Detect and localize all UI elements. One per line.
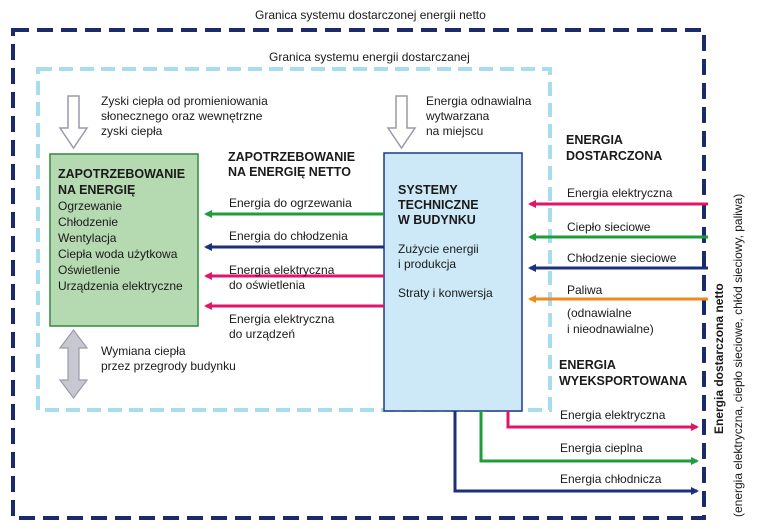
delivered-fuel-label: Paliwa <box>567 283 603 297</box>
export-electric-label: Energia elektryczna <box>560 408 666 422</box>
lighting-flow-label: Energia elektryczna do oświetlenia <box>229 263 335 292</box>
export-heat-label: Energia cieplna <box>560 441 643 455</box>
systems-box <box>383 152 523 412</box>
outer-boundary-label: Granica systemu dostarczonej energii net… <box>255 8 486 22</box>
renewable-onsite-label: Energia odnawialna wytwarzana na miejscu <box>426 94 532 138</box>
solar-gains-arrow <box>58 95 89 150</box>
export-cooling-label: Energia chłodnicza <box>560 472 662 486</box>
delivered-title: ENERGIA DOSTARCZONA <box>566 133 663 163</box>
heat-exchange-arrow <box>58 329 89 399</box>
outer-boundary <box>11 28 706 520</box>
inner-boundary-label: Granica systemu energii dostarczanej <box>267 50 472 64</box>
export-electric-arrow <box>506 411 699 431</box>
export-heat-arrow <box>479 411 699 465</box>
delivered-electric-label: Energia elektryczna <box>567 186 673 200</box>
cooling-flow-label: Energia do chłodzenia <box>229 229 348 243</box>
export-cooling-arrow <box>453 411 699 495</box>
renewable-arrow <box>386 95 417 150</box>
exported-title: ENERGIA WYEKSPORTOWANA <box>559 358 688 388</box>
heat-exchange-label: Wymiana ciepła przez przegrody budynku <box>101 344 236 373</box>
appliance-flow-label: Energia elektryczna do urządzeń <box>229 312 335 341</box>
demand-box-text: ZAPOTRZEBOWANIE NA ENERGIĘ Ogrzewanie Ch… <box>58 167 186 293</box>
net-delivered-side-label: Energia dostarczona netto <box>712 283 726 434</box>
delivered-fuel-note: (odnawialne i nieodnawialne) <box>567 306 654 336</box>
net-delivered-side-note: (energia elektryczna, ciepło sieciowe, c… <box>731 193 745 517</box>
demand-box <box>49 153 199 327</box>
net-demand-title: ZAPOTRZEBOWANIE NA ENERGIĘ NETTO <box>228 150 356 179</box>
inner-boundary <box>36 67 552 412</box>
systems-box-text: SYSTEMY TECHNICZNE W BUDYNKU Zużycie ene… <box>398 183 493 300</box>
heating-flow-label: Energia do ogrzewania <box>229 196 352 210</box>
solar-gains-label: Zyski ciepła od promieniowania słoneczne… <box>101 94 268 138</box>
delivered-heat-label: Ciepło sieciowe <box>567 220 651 234</box>
delivered-cooling-label: Chłodzenie sieciowe <box>567 251 677 265</box>
